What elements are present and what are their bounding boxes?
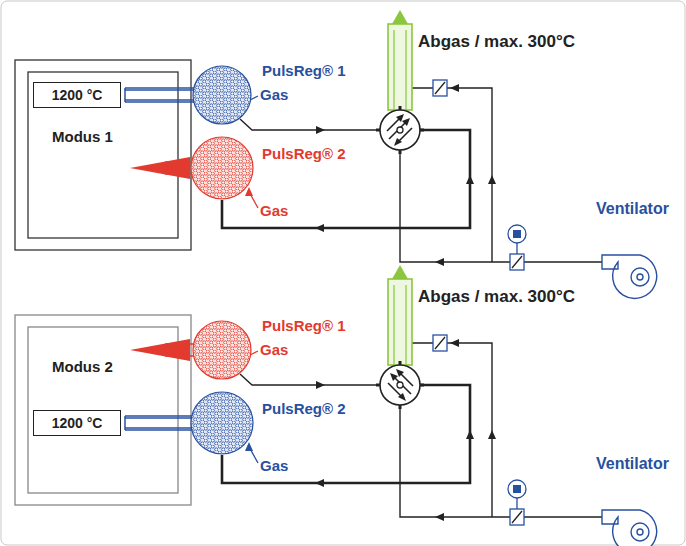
node-label: PulsReg® 2 <box>262 145 346 162</box>
flow-arrow <box>450 84 459 92</box>
exhaust-label: Abgas / max. 300°C <box>418 287 575 307</box>
damper <box>433 335 447 351</box>
furnace-shell <box>15 315 191 505</box>
damper <box>433 80 447 96</box>
regenerator-body <box>190 391 254 455</box>
flow-arrow <box>435 513 444 521</box>
recuperator-tubes <box>125 416 200 430</box>
flow-arrow <box>466 430 474 439</box>
node-label: Ventilator <box>596 200 669 218</box>
chimney <box>388 265 412 365</box>
gas-label: Gas <box>260 202 288 219</box>
damper <box>510 254 524 270</box>
gas-label: Gas <box>260 457 288 474</box>
damper <box>510 509 524 525</box>
fan-unit: Ventilator <box>594 455 682 545</box>
regenerator: PulsReg® 1Gas <box>192 65 252 125</box>
four-way-valve <box>376 361 424 409</box>
node-label: Modus 2 <box>52 358 113 375</box>
gas-label: Gas <box>260 86 288 103</box>
actuator <box>508 225 526 254</box>
flow-arrow <box>245 187 253 196</box>
flow-arrow <box>466 175 474 184</box>
fan-unit: Ventilator <box>594 200 682 290</box>
burner-flame <box>130 339 200 361</box>
flow-arrow <box>488 175 496 184</box>
regenerator: PulsReg® 2Gas <box>190 391 254 455</box>
regenerator-body <box>192 65 252 125</box>
flow-arrow <box>450 339 459 347</box>
node-label: 1200 °C <box>52 415 103 431</box>
regenerator: PulsReg® 2Gas <box>190 136 254 200</box>
gas-label: Gas <box>260 341 288 358</box>
node-label: Modus 1 <box>52 128 113 145</box>
regenerator-body <box>192 320 252 380</box>
recuperator-tubes <box>125 88 200 102</box>
pipe <box>240 343 602 517</box>
node-label: PulsReg® 1 <box>262 62 346 79</box>
regenerator: PulsReg® 1Gas <box>192 320 252 380</box>
temperature-zone: 1200 °C <box>33 82 121 108</box>
pipe <box>222 130 470 228</box>
node-label: 1200 °C <box>52 87 103 103</box>
four-way-valve <box>376 106 424 154</box>
node-label: Ventilator <box>596 455 669 473</box>
pipe <box>222 385 470 483</box>
pipe <box>240 88 602 262</box>
node-label: PulsReg® 2 <box>262 400 346 417</box>
flow-arrow <box>435 258 444 266</box>
node-label: PulsReg® 1 <box>262 317 346 334</box>
flow-arrow <box>315 479 324 487</box>
exhaust-label: Abgas / max. 300°C <box>418 32 575 52</box>
burner-flame <box>130 157 200 179</box>
flow-arrow <box>245 442 253 451</box>
actuator <box>508 480 526 509</box>
flow-arrow <box>488 430 496 439</box>
furnace: Modus 1 1200 °C <box>15 60 191 250</box>
regenerator-body <box>190 136 254 200</box>
flow-arrow <box>315 224 324 232</box>
chimney <box>388 10 412 110</box>
fan <box>602 255 657 298</box>
temperature-zone: 1200 °C <box>33 410 121 436</box>
flow-arrow <box>316 381 325 389</box>
furnace-chamber <box>28 72 178 238</box>
fan <box>602 510 657 546</box>
flow-arrow <box>316 126 325 134</box>
furnace: Modus 2 1200 °C <box>15 315 191 505</box>
